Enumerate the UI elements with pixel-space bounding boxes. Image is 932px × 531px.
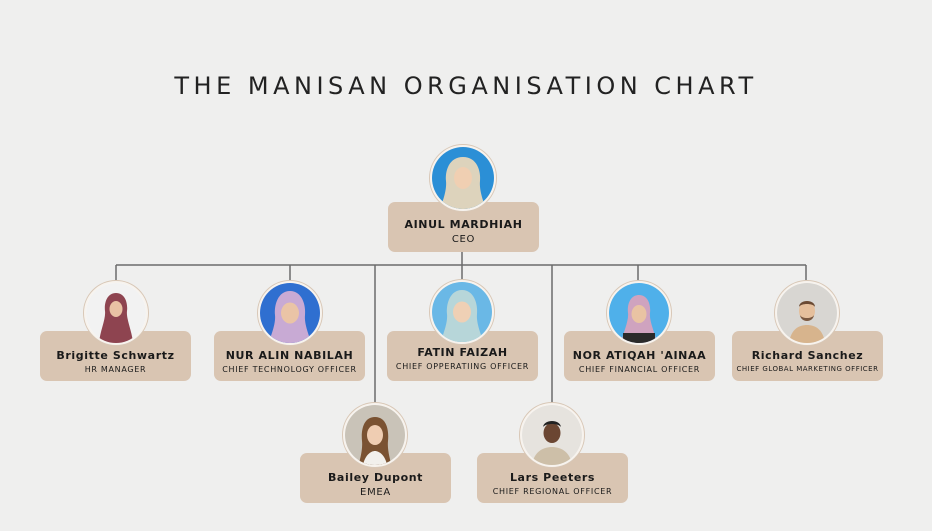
cto-name: NUR ALIN NABILAH <box>225 349 354 362</box>
ceo-role: CEO <box>451 234 476 245</box>
cto-card: NUR ALIN NABILAH CHIEF TECHNOLOGY OFFICE… <box>214 331 365 381</box>
cfo-role: CHIEF FINANCIAL OFFICER <box>578 365 701 374</box>
emea-name: Bailey Dupont <box>327 471 424 484</box>
cgmo-name: Richard Sanchez <box>751 349 864 362</box>
cto-avatar <box>258 281 322 345</box>
hr-manager-avatar <box>84 281 148 345</box>
cfo-name: NOR ATIQAH 'AINAA <box>572 349 707 362</box>
cgmo-avatar <box>775 281 839 345</box>
cro-role: CHIEF REGIONAL OFFICER <box>492 487 613 496</box>
ceo-avatar <box>430 145 496 211</box>
hr-manager-role: HR MANAGER <box>84 365 147 374</box>
cro-avatar <box>520 403 584 467</box>
coo-role: CHIEF OPPERATIING OFFICER <box>395 362 530 371</box>
chart-title: THE MANISAN ORGANISATION CHART <box>174 72 758 100</box>
coo-avatar <box>430 280 494 344</box>
cgmo-role: CHIEF GLOBAL MARKETING OFFICER <box>736 365 879 373</box>
cgmo-card: Richard Sanchez CHIEF GLOBAL MARKETING O… <box>732 331 883 381</box>
coo-name: FATIN FAIZAH <box>417 346 508 359</box>
cro-name: Lars Peeters <box>509 471 596 484</box>
cto-role: CHIEF TECHNOLOGY OFFICER <box>222 365 357 374</box>
ceo-name: AINUL MARDHIAH <box>404 218 523 231</box>
emea-role: EMEA <box>360 487 391 498</box>
emea-avatar <box>343 403 407 467</box>
cfo-avatar <box>607 281 671 345</box>
hr-manager-name: Brigitte Schwartz <box>56 349 175 362</box>
